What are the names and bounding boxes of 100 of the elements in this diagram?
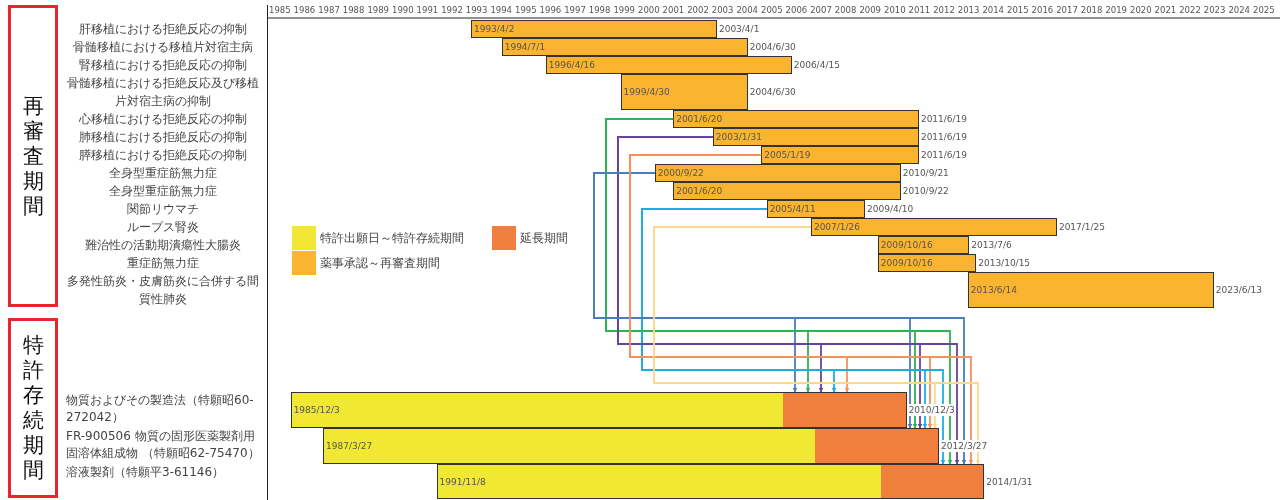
date-label: 2001/6/20 xyxy=(676,113,723,125)
date-label: 2023/6/13 xyxy=(1215,284,1262,296)
extension-period-bar xyxy=(815,428,940,464)
date-label: 2010/9/22 xyxy=(902,185,949,197)
date-label: 2010/9/21 xyxy=(902,167,949,179)
year-label: 2015 xyxy=(1007,5,1029,15)
year-label: 1999 xyxy=(613,5,636,15)
date-label: 2017/1/25 xyxy=(1058,221,1106,233)
row-label: 難治性の活動期潰瘍性大腸炎 xyxy=(84,237,242,254)
row-label: 全身型重症筋無力症 xyxy=(108,165,218,182)
approval-period-bar xyxy=(810,218,1057,236)
row-label: 肺移植における拒絶反応の抑制 xyxy=(78,129,248,146)
year-label: 2024 xyxy=(1228,5,1251,15)
connector-arrow xyxy=(593,172,967,465)
date-label: 2013/7/6 xyxy=(971,239,1012,251)
date-label: 1985/12/3 xyxy=(293,404,340,416)
row-label: 多発性筋炎・皮膚筋炎に合併する間質性肺炎 xyxy=(66,273,260,308)
year-label: 2004 xyxy=(736,5,759,15)
year-label: 2001 xyxy=(662,5,685,15)
section-label-box: 特許存続期間 xyxy=(8,318,58,498)
year-label: 2007 xyxy=(810,5,832,15)
year-label: 2005 xyxy=(761,5,783,15)
year-label: 2010 xyxy=(884,5,906,15)
approval-period-bar xyxy=(877,254,977,272)
year-label: 2012 xyxy=(933,5,955,15)
approval-period-bar xyxy=(545,56,792,74)
year-label: 2000 xyxy=(638,5,660,15)
year-label: 1996 xyxy=(539,5,562,15)
extension-period-bar xyxy=(782,392,907,428)
date-label: 2011/6/19 xyxy=(920,149,968,161)
row-label: 腎移植における拒絶反応の抑制 xyxy=(78,57,248,74)
approval-period-bar xyxy=(470,20,717,38)
patent-term-bar xyxy=(290,392,906,428)
date-label: 1996/4/16 xyxy=(548,59,595,71)
date-label: 2013/10/15 xyxy=(978,257,1031,269)
legend-label: 延長期間 xyxy=(520,230,568,247)
year-label: 2017 xyxy=(1056,5,1078,15)
date-label: 2001/6/20 xyxy=(676,185,723,197)
year-label: 2018 xyxy=(1080,5,1103,15)
row-label: 膵移植における拒絶反応の抑制 xyxy=(78,147,248,164)
year-label: 2009 xyxy=(859,5,882,15)
row-label: ループス腎炎 xyxy=(126,219,200,236)
date-label: 2000/9/22 xyxy=(657,167,704,179)
extension-period-bar xyxy=(880,464,985,499)
date-label: 2007/1/26 xyxy=(813,221,861,233)
year-label: 1991 xyxy=(416,5,439,15)
year-label: 1998 xyxy=(588,5,611,15)
date-label: 2004/6/30 xyxy=(749,41,796,53)
year-label: 1997 xyxy=(564,5,586,15)
section-label-box: 再審査期間 xyxy=(8,5,58,307)
year-label: 2022 xyxy=(1179,5,1201,15)
year-label: 2011 xyxy=(908,5,931,15)
year-label: 2003 xyxy=(711,5,734,15)
year-label: 2013 xyxy=(957,5,980,15)
year-label: 2020 xyxy=(1130,5,1152,15)
row-label: 肝移植における拒絶反応の抑制 xyxy=(78,21,248,38)
date-label: 2005/4/11 xyxy=(769,203,816,215)
date-label: 2013/6/14 xyxy=(970,284,1017,296)
date-label: 2010/12/3 xyxy=(907,404,956,416)
date-label: 1991/11/8 xyxy=(439,475,486,488)
year-label: 1995 xyxy=(515,5,537,15)
legend-label: 特許出願日～特許存続期間 xyxy=(320,230,464,247)
approval-period-bar xyxy=(877,236,970,254)
patent-term-bar xyxy=(323,428,939,464)
date-label: 2003/1/31 xyxy=(715,131,762,143)
date-label: 1987/3/27 xyxy=(326,440,373,452)
year-label: 1989 xyxy=(367,5,390,15)
approval-period-bar xyxy=(967,272,1214,308)
date-label: 2011/6/19 xyxy=(920,131,968,143)
year-label: 2025 xyxy=(1253,5,1275,15)
connector-arrow xyxy=(653,226,981,465)
row-label: 溶液製剤（特願平3-61146） xyxy=(66,464,226,481)
date-label: 1993/4/2 xyxy=(473,23,515,35)
year-label: 1993 xyxy=(465,5,488,15)
year-label: 2002 xyxy=(687,5,709,15)
date-label: 2006/4/15 xyxy=(793,59,840,71)
approval-period-bar xyxy=(673,182,901,200)
year-label: 1987 xyxy=(318,5,340,15)
date-label: 2014/1/31 xyxy=(985,475,1034,488)
legend-label: 薬事承認～再審査期間 xyxy=(320,255,440,272)
connector-arrow xyxy=(641,208,946,465)
date-label: 2012/3/27 xyxy=(940,440,989,452)
year-label: 2021 xyxy=(1154,5,1177,15)
row-label: 重症筋無力症 xyxy=(126,255,200,272)
row-label: 骨髄移植における拒絶反応及び移植片対宿主病の抑制 xyxy=(66,75,260,110)
approval-period-bar xyxy=(654,164,901,182)
date-label: 2003/4/1 xyxy=(718,23,760,35)
year-label: 2019 xyxy=(1105,5,1128,15)
date-label: 2011/6/19 xyxy=(920,113,968,125)
year-label: 2014 xyxy=(982,5,1005,15)
date-label: 2009/4/10 xyxy=(867,203,914,215)
row-label: 心移植における拒絶反応の抑制 xyxy=(78,111,248,128)
date-label: 2009/10/16 xyxy=(880,239,933,251)
date-label: 2009/10/16 xyxy=(880,257,933,269)
date-label: 1999/4/30 xyxy=(623,86,670,98)
year-label: 1992 xyxy=(441,5,463,15)
date-label: 2005/1/19 xyxy=(764,149,811,161)
approval-period-bar xyxy=(761,146,919,164)
year-label: 2006 xyxy=(785,5,808,15)
year-label: 1988 xyxy=(342,5,365,15)
